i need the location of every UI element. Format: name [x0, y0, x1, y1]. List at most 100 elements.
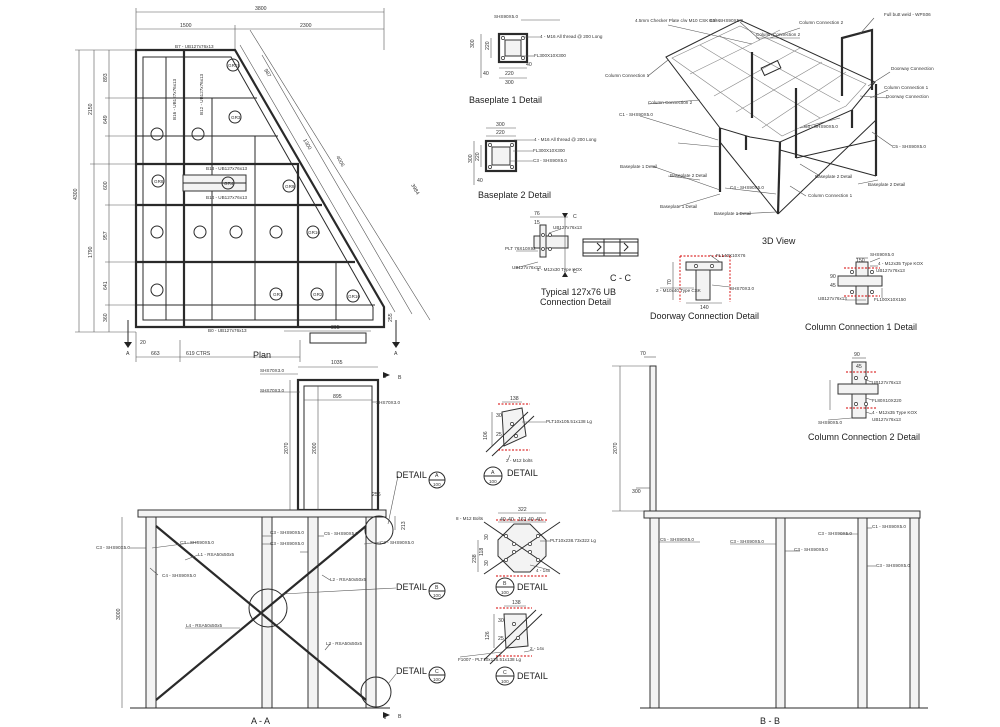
col1-label: SHS90X5.0 — [870, 252, 894, 257]
da-label: PLT10x105.51x138 Lg — [546, 419, 592, 424]
detail-tag-a: DETAIL A 100 — [396, 470, 446, 489]
col1-dim: 45 — [830, 283, 836, 289]
plan-beam-label: B0 - UB127x76x13 — [208, 328, 247, 333]
plan-dim-top-right: 2300 — [300, 23, 312, 29]
da-title-letter: A — [491, 470, 495, 476]
col2-label: FL80X10X220 — [872, 398, 902, 403]
typ-label: UB127x76x13 — [512, 265, 541, 270]
v3d-label: Baseplate 1 Detail — [620, 164, 657, 169]
bp1-label: 4 - M16 All thread @ 200 Long — [540, 34, 603, 39]
aa-dim: 1035 — [331, 360, 343, 366]
col1-title: Column Connection 1 Detail — [805, 322, 917, 332]
plan-title: Plan — [253, 350, 271, 360]
v3d-label: Baseplate 1 Detail — [714, 211, 751, 216]
plan-dim-top-left: 1500 — [180, 23, 192, 29]
bb-label: C5 - SHS90X5.0 — [660, 537, 694, 542]
section-bb: 70 2070 300 C5 - SHS90X5.0 C3 - SHS90X5.… — [612, 351, 928, 726]
col2-label: UB127x76x13 — [872, 380, 901, 385]
col2-label: UB127x76x13 — [872, 417, 901, 422]
aa-label: C3 - SHS90X5.0 — [96, 545, 130, 550]
typ-dim: 15 — [534, 220, 540, 226]
col2-title: Column Connection 2 Detail — [808, 432, 920, 442]
detail-b-drawing: 322 40 40 161 40 40 30 30 118 238 8 - M1… — [456, 507, 596, 597]
detail-tag-letter: A — [435, 473, 439, 479]
bp2-dim: 300 — [496, 122, 505, 128]
aa-label: L2 - RSA50x50x5 — [330, 577, 366, 582]
bb-label: C1 - SHS90X5.0 — [872, 524, 906, 529]
v3d-label: Baseplate 2 Detail — [670, 173, 707, 178]
column-connection-2-detail: UB127x76x13 FL80X10X220 4 - M12x35 Type … — [808, 352, 920, 442]
cc-title: C - C — [610, 273, 631, 283]
plan-dim-bottom-ctrs: 619 CTRS — [186, 351, 211, 357]
grate-tag: GR4 — [224, 181, 234, 186]
detail-tag-letter: B — [435, 585, 439, 591]
db-title-letter: B — [503, 581, 507, 587]
bp2-label: FL300X10X300 — [533, 148, 565, 153]
v3d-label: Baseplate 2 Detail — [868, 182, 905, 187]
db-label: 4 - 14x — [536, 568, 551, 573]
bb-label: C3 - SHS90X5.0 — [794, 547, 828, 552]
bp1-dim: 220 — [485, 41, 491, 50]
col1-dim: 90 — [830, 274, 836, 280]
plan-dim-left-total: 4300 — [73, 188, 79, 200]
door-dim: 70 — [667, 279, 673, 285]
dc-dim: 126 — [485, 631, 491, 640]
typ-title-2: Connection Detail — [540, 297, 611, 307]
aa-label: C3 - SHS90X5.0 — [270, 530, 304, 535]
plan-dim-bottom-20: 20 — [140, 340, 146, 346]
v3d-label: C5 - SHS90X5.0 — [892, 144, 926, 149]
col2-dim: 45 — [856, 364, 862, 370]
detail-tag-scale: 100 — [433, 593, 441, 598]
v3d-label: C3 - SHS90X5.0 — [709, 18, 743, 23]
v3d-label: Column Connection 2 — [648, 100, 693, 105]
bb-dim: 300 — [632, 489, 641, 495]
door-dim: 140 — [700, 305, 709, 311]
door-label: FL140X10X76 — [716, 253, 746, 258]
view-3d: 4.5mm Checker Plate c/w M10 CSK Bolts C3… — [605, 12, 934, 246]
plan-view: 3800 1500 2300 4300 2150 893 649 600 179… — [73, 6, 431, 362]
aa-dim: 2000 — [312, 442, 318, 454]
dc-title-scale: 100 — [501, 679, 509, 684]
plan-dim-diag-4006: 4006 — [334, 155, 345, 168]
typ-dim: 76 — [534, 211, 540, 217]
typ-section-c: C — [573, 269, 577, 275]
grate-tag: GR1 — [273, 292, 283, 297]
plan-dim-left-1790: 1790 — [88, 246, 94, 258]
baseplate-1-detail: SHS90X5.0 4 - M16 All thread @ 200 Long … — [469, 14, 603, 105]
plan-dim-diag-987: 987 — [262, 68, 272, 79]
grate-tag: GR2 — [313, 292, 323, 297]
col1-label: UB127x76x13 — [818, 296, 847, 301]
plan-dim-left-600: 600 — [103, 181, 109, 190]
typ-label: UB127x76x13 — [553, 225, 582, 230]
bp1-dim: 300 — [505, 80, 514, 86]
v3d-label: Full butt weld - WPS06 — [884, 12, 931, 17]
v3d-label: Baseplate 1 Detail — [660, 204, 697, 209]
plan-dim-left-957: 957 — [103, 231, 109, 240]
dc-label: F1007 - PLT10x125.51x138 Lg — [458, 657, 521, 662]
detail-tag-letter: C — [435, 669, 439, 675]
detail-a-drawing: 138 106 30 25 PLT10x105.51x138 Lg 2 - M1… — [483, 396, 592, 486]
v3d-label: C1 - SHS90X5.0 — [619, 112, 653, 117]
typical-connection-detail: 76 15 C C PLT 76X10X92 UB127x76x13 UB127… — [505, 211, 616, 307]
v3d-title: 3D View — [762, 236, 796, 246]
bp1-dim: 300 — [470, 39, 476, 48]
bp2-dim: 300 — [468, 154, 474, 163]
grate-tag: GR16 — [308, 230, 320, 235]
v3d-label: Column Connection 1 — [808, 193, 853, 198]
da-dim: 106 — [483, 431, 489, 440]
plan-dim-left-893: 893 — [103, 73, 109, 82]
aa-title: A - A — [251, 716, 270, 726]
grate-tag: GR3 — [231, 115, 241, 120]
da-title-word: DETAIL — [507, 468, 538, 478]
plan-section-mark-a-left: A — [126, 351, 130, 357]
door-label: SHS70X3.0 — [730, 286, 754, 291]
plan-dim-right-255: 255 — [388, 313, 394, 322]
plan-section-mark-a-right: A — [394, 351, 398, 357]
plan-beam-label: B12 - UB127x76x13 — [199, 73, 204, 115]
v3d-label: Baseplate 2 Detail — [815, 174, 852, 179]
v3d-label: Column Connection 2 — [799, 20, 844, 25]
dc-title-letter: C — [503, 670, 507, 676]
db-dim: 30 — [484, 534, 490, 540]
plan-beam-label: B13 - UB127x76x13 — [206, 166, 248, 171]
